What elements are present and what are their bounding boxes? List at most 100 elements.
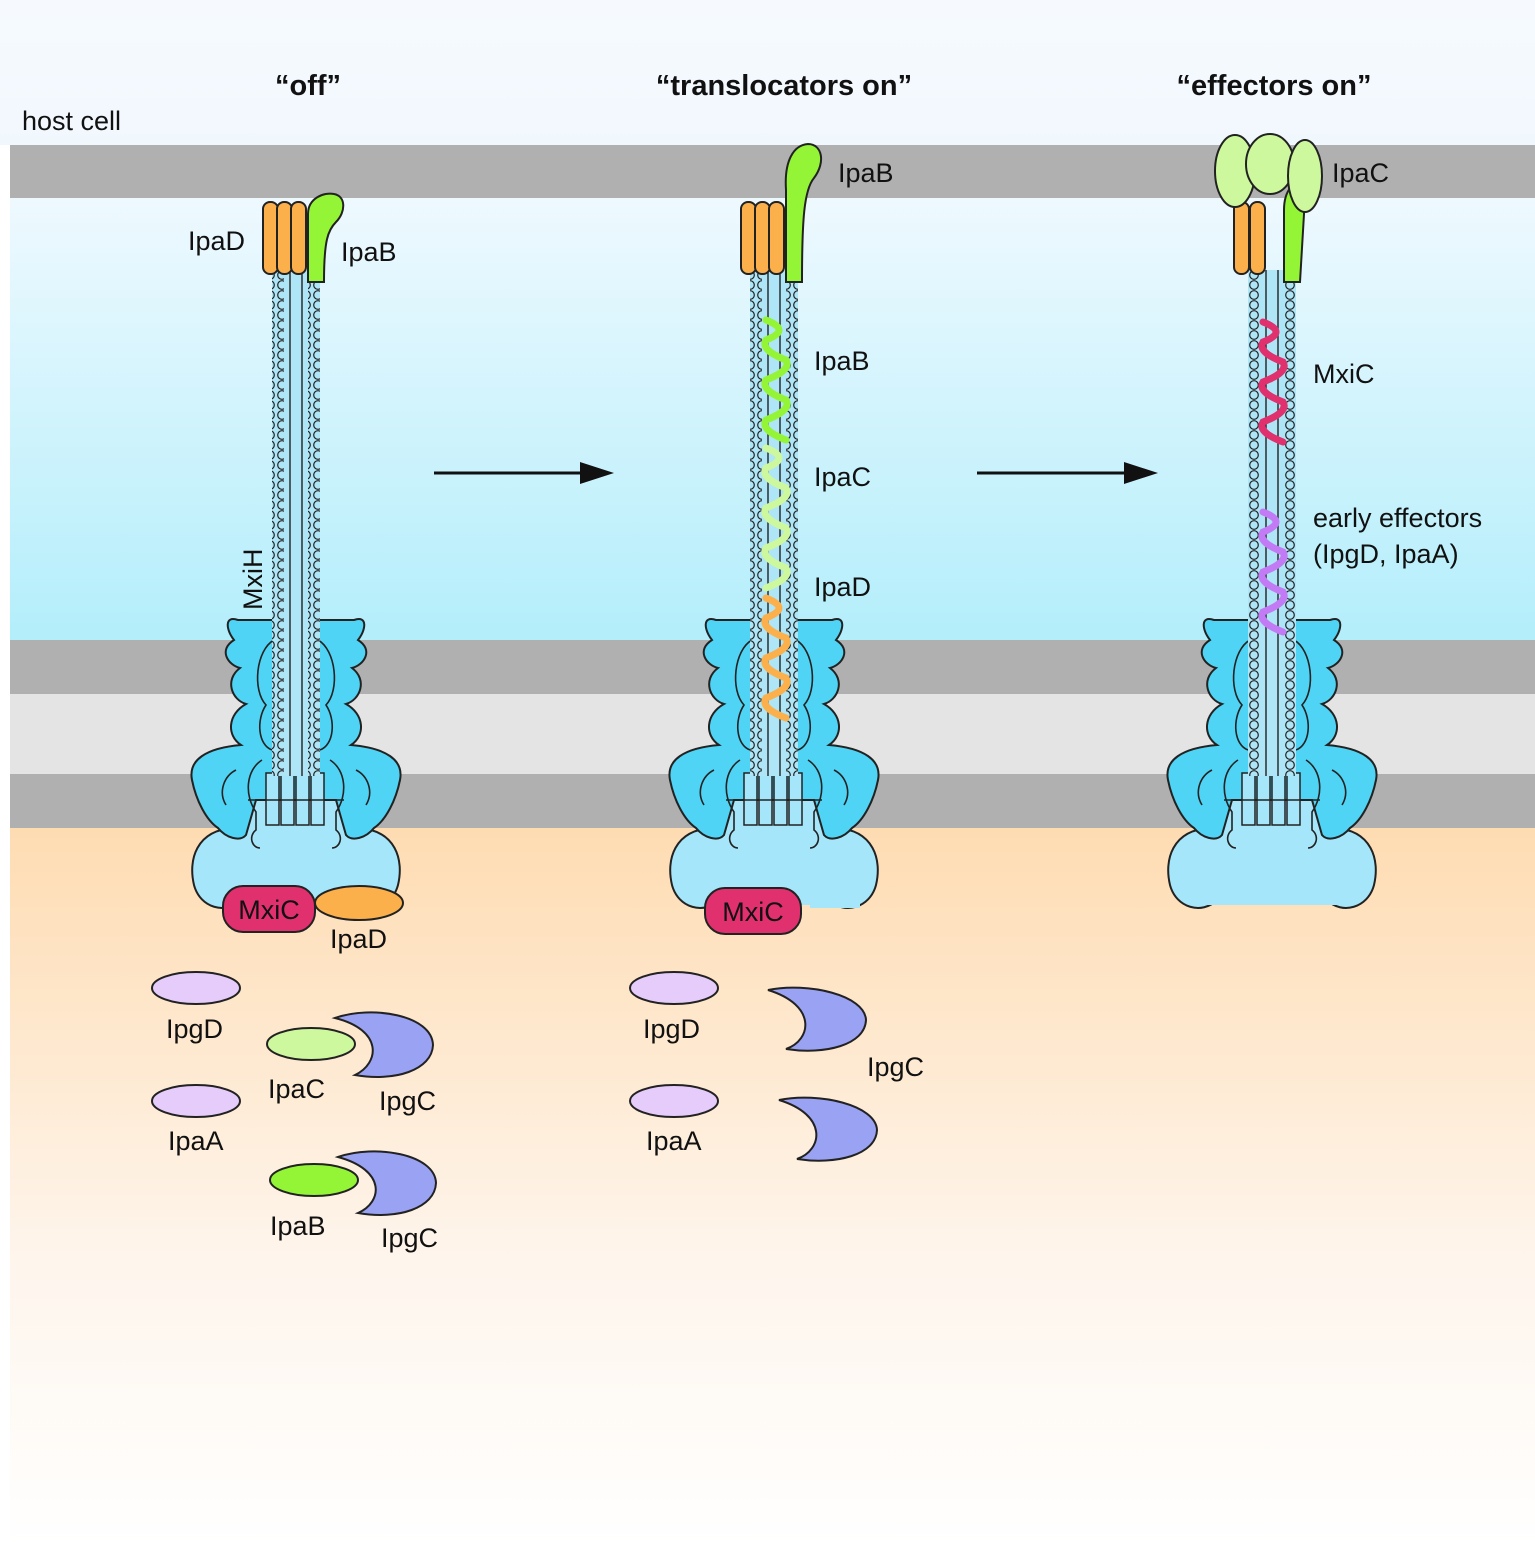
label-mxic-inside: MxiC: [1313, 359, 1375, 389]
label-ipgc-1: IpgC: [379, 1086, 436, 1116]
ipab-unfolded-in-needle: [761, 316, 791, 444]
export-gate-segment: [280, 772, 295, 826]
label-ipab: IpaB: [270, 1211, 326, 1241]
label-ipac: IpaC: [268, 1074, 325, 1104]
export-gate-segment: [310, 772, 325, 826]
ipgc-chaperone-3: [767, 986, 868, 1052]
export-gate-segment: [295, 772, 310, 826]
outer-detail-right: [833, 769, 849, 806]
ipab-protein: [269, 1163, 359, 1197]
needle-subunits-right: [308, 270, 320, 776]
outer-detail-left: [699, 769, 715, 806]
label-ipad-inside: IpaD: [814, 572, 871, 602]
ring-detail-left: [725, 759, 741, 849]
needle-subunits-right: [1284, 270, 1296, 776]
ipac-pore-subunit: [1287, 139, 1323, 213]
outer-detail-left: [221, 769, 237, 806]
ipab-host-membrane: [784, 142, 823, 283]
secretion-system-effectors-on: [1166, 133, 1378, 909]
label-early-effectors-list: (IpgD, IpaA): [1313, 539, 1459, 569]
needle-subunits-left: [272, 270, 284, 776]
ipad-tip-subunit: [754, 201, 771, 275]
label-ipaa: IpaA: [168, 1126, 224, 1156]
ipad-tip-subunit: [262, 201, 279, 275]
label-ipaa-2: IpaA: [646, 1126, 702, 1156]
label-ipad-base: IpaD: [330, 924, 387, 954]
ipad-base-shape: [314, 885, 404, 921]
label-ipab-inside: IpaB: [814, 346, 870, 376]
label-ipgd-2: IpgD: [643, 1014, 700, 1044]
ipgc-chaperone-2: [334, 1150, 438, 1216]
label-ipgc-2: IpgC: [381, 1223, 438, 1253]
ipac-pore-subunit: [1245, 133, 1295, 195]
ipgc-chaperone-4: [778, 1096, 879, 1162]
ring-detail-right: [329, 759, 345, 849]
ipgd-protein: [151, 971, 241, 1005]
mxic-box-panel2: MxiC: [704, 887, 802, 935]
ipad-tip-subunit: [768, 201, 785, 275]
export-gate-segment: [788, 772, 803, 826]
label-ipgd: IpgD: [166, 1014, 223, 1044]
bacterial-cytoplasm: [10, 828, 1535, 1546]
extracellular-region: [0, 0, 1535, 145]
label-ipab-host: IpaB: [838, 158, 894, 188]
effectors-unfolded-in-needle: [1258, 508, 1288, 636]
label-mxih-needle: MxiH: [238, 549, 268, 611]
label-ipab-tip: IpaB: [341, 237, 397, 267]
export-gate-segment: [1256, 772, 1271, 826]
ipad-tip-subunit: [1233, 201, 1250, 275]
outer-detail-right: [1331, 769, 1347, 806]
host-cell-label: host cell: [22, 106, 121, 136]
label-ipgc-3: IpgC: [867, 1052, 924, 1082]
label-ipac-inside: IpaC: [814, 462, 871, 492]
outer-detail-right: [355, 769, 371, 806]
secretion-system-translocators-on: [668, 142, 880, 909]
ipad-tip-subunit: [1249, 201, 1266, 275]
export-gate-segment: [758, 772, 773, 826]
svg-text:MxiC: MxiC: [722, 897, 784, 927]
basal-detail-left: [256, 639, 275, 751]
ipad-tip-subunit: [740, 201, 757, 275]
ring-detail-left: [1223, 759, 1239, 849]
export-gate-segment: [743, 772, 758, 826]
panel-title-translocators: “translocators on”: [656, 70, 912, 102]
mxic-box-panel1: MxiC: [222, 885, 316, 933]
basal-detail-right: [317, 639, 336, 751]
basal-detail-right: [1293, 639, 1312, 751]
ipaa-protein: [151, 1084, 241, 1118]
sorting-platform-extension: [810, 880, 860, 908]
ipac-protein: [266, 1027, 356, 1061]
arrow-right-1: [434, 462, 614, 484]
outer-detail-left: [1197, 769, 1213, 806]
export-gate-segment: [773, 772, 788, 826]
basal-detail-left: [734, 639, 753, 751]
needle-subunits-left: [1248, 270, 1260, 776]
ring-detail-right: [807, 759, 823, 849]
ipgc-chaperone-1: [331, 1011, 435, 1078]
svg-text:MxiC: MxiC: [238, 895, 300, 925]
ipgd-protein-2: [629, 971, 719, 1005]
export-gate-segment: [1271, 772, 1286, 826]
export-gate-segment: [1241, 772, 1256, 826]
ipab-tip-subunit: [307, 192, 345, 283]
export-gate-segment: [1286, 772, 1301, 826]
ring-detail-right: [1305, 759, 1321, 849]
mxic-unfolded-in-needle: [1258, 318, 1288, 446]
ipad-unfolded-in-needle: [761, 594, 791, 722]
ring-detail-left: [247, 759, 263, 849]
ipaa-protein-2: [629, 1084, 719, 1118]
ipac-unfolded-in-needle: [761, 444, 791, 592]
ipad-tip-subunit: [290, 201, 307, 275]
label-ipac-host: IpaC: [1332, 158, 1389, 188]
basal-detail-left: [1232, 639, 1251, 751]
export-gate-segment: [265, 772, 280, 826]
panel-title-off: “off”: [275, 70, 341, 102]
secretion-system-off: [190, 192, 402, 909]
needle-subunits-left: [750, 270, 762, 776]
basal-detail-right: [795, 639, 814, 751]
ipad-tip-subunit: [276, 201, 293, 275]
label-ipad-tip: IpaD: [188, 226, 245, 256]
arrow-right-2: [977, 462, 1158, 484]
panel-title-effectors: “effectors on”: [1177, 70, 1372, 102]
